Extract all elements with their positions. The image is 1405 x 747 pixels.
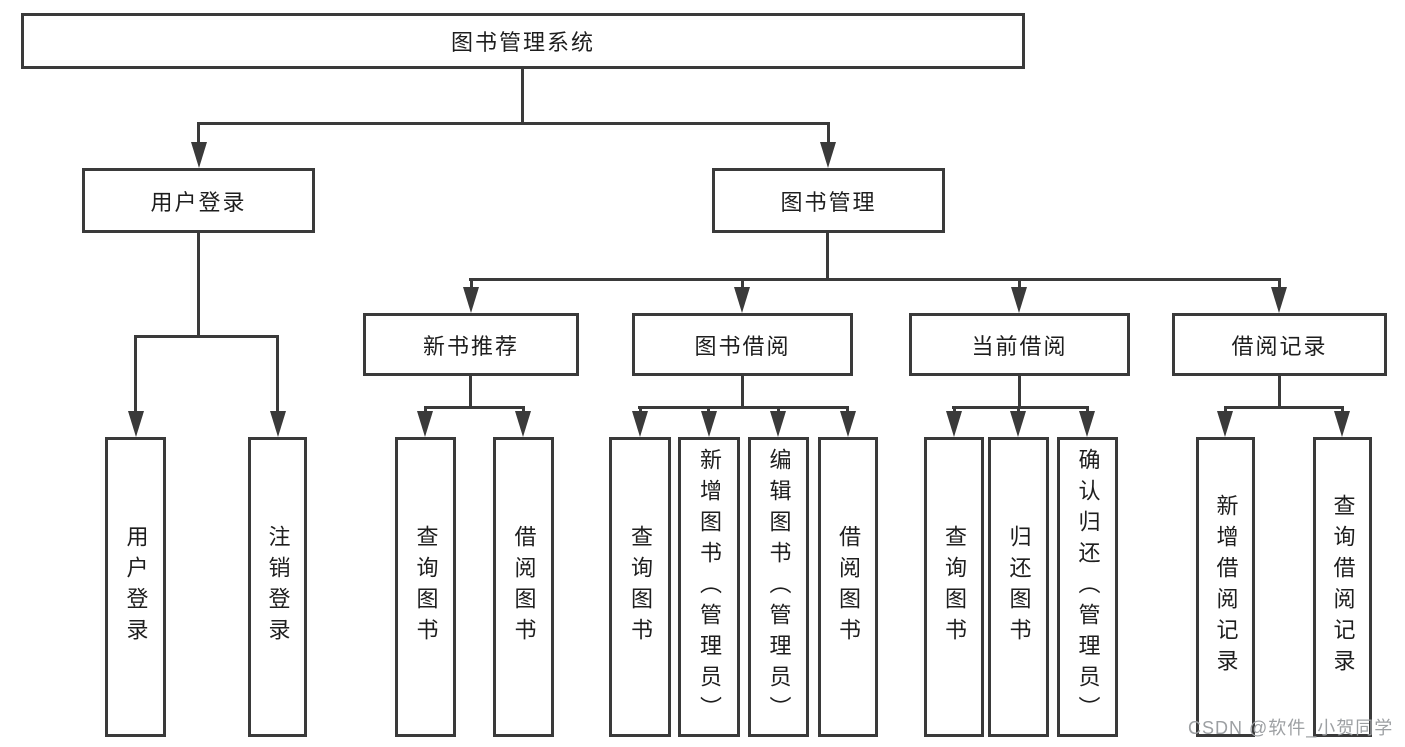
node-label: 图书管理系统 [450, 30, 595, 55]
leaf-label: 归还图书 [1006, 525, 1032, 649]
connector-root-stem [521, 69, 524, 122]
connector-borrow-drop-1 [639, 406, 642, 414]
connector-root-drop-left [197, 122, 200, 145]
connector-mgmt-drop-2 [741, 278, 744, 290]
leaf-label: 注销登录 [265, 525, 291, 649]
leaf-logout: 注销登录 [248, 437, 307, 737]
arrow-down-icon [1334, 411, 1350, 437]
arrow-down-icon [191, 142, 207, 168]
leaf-records-query-record: 查询借阅记录 [1313, 437, 1372, 737]
leaf-label: 借阅图书 [836, 525, 861, 649]
arrow-down-icon [840, 411, 856, 437]
connector-records-rail [1224, 406, 1344, 409]
connector-borrow-drop-3 [777, 406, 780, 414]
leaf-current-query-books: 查询图书 [924, 437, 984, 737]
node-book-borrow: 图书借阅 [632, 313, 853, 376]
connector-current-stem [1018, 376, 1021, 406]
arrow-down-icon [701, 411, 717, 437]
leaf-borrow-edit-books-admin: 编辑图书（管理员） [748, 437, 809, 737]
leaf-label: 查询图书 [413, 525, 439, 649]
leaf-label: 编辑图书（管理员） [766, 447, 792, 727]
connector-mgmt-stem [826, 233, 829, 278]
leaf-label: 查询借阅记录 [1330, 494, 1356, 680]
connector-login-drop-2 [276, 335, 279, 413]
connector-records-drop-2 [1341, 406, 1344, 414]
leaf-label: 新增借阅记录 [1213, 494, 1239, 680]
leaf-current-return-books: 归还图书 [988, 437, 1049, 737]
leaf-records-add-record: 新增借阅记录 [1196, 437, 1255, 737]
node-label: 新书推荐 [422, 333, 519, 359]
node-library-management-system: 图书管理系统 [21, 13, 1025, 69]
connector-current-rail [952, 406, 1088, 409]
connector-newbook-stem [469, 376, 472, 406]
connector-login-drop-1 [134, 335, 137, 413]
leaf-user-login: 用户登录 [105, 437, 166, 737]
arrow-down-icon [632, 411, 648, 437]
arrow-down-icon [734, 287, 750, 313]
connector-borrow-drop-2 [707, 406, 710, 414]
leaf-newbook-query-books: 查询图书 [395, 437, 456, 737]
leaf-current-confirm-return-admin: 确认归还（管理员） [1057, 437, 1118, 737]
arrow-down-icon [820, 142, 836, 168]
connector-login-stem [197, 233, 200, 335]
arrow-down-icon [1217, 411, 1233, 437]
connector-borrow-rail [638, 406, 849, 409]
connector-mgmt-rail [469, 278, 1281, 281]
node-label: 当前借阅 [971, 333, 1068, 359]
connector-mgmt-drop-4 [1278, 278, 1281, 290]
arrow-down-icon [1011, 287, 1027, 313]
leaf-label: 确认归还（管理员） [1075, 447, 1101, 727]
connector-mgmt-drop-1 [470, 278, 473, 290]
connector-root-rail [198, 122, 830, 125]
arrow-down-icon [1079, 411, 1095, 437]
connector-newbook-drop-1 [424, 406, 427, 414]
csdn-watermark: CSDN @软件_小贺同学 [1188, 718, 1394, 738]
node-user-login: 用户登录 [82, 168, 315, 233]
node-label: 借阅记录 [1231, 333, 1328, 359]
arrow-down-icon [515, 411, 531, 437]
arrow-down-icon [128, 411, 144, 437]
leaf-label: 用户登录 [123, 525, 149, 649]
connector-login-rail [134, 335, 279, 338]
leaf-borrow-query-books: 查询图书 [609, 437, 671, 737]
connector-records-stem [1278, 376, 1281, 406]
node-book-management: 图书管理 [712, 168, 945, 233]
connector-borrow-drop-4 [846, 406, 849, 414]
node-label: 图书管理 [780, 189, 877, 215]
connector-current-drop-1 [953, 406, 956, 414]
connector-mgmt-drop-3 [1018, 278, 1021, 290]
arrow-down-icon [1271, 287, 1287, 313]
connector-records-drop-1 [1224, 406, 1227, 414]
leaf-borrow-add-books-admin: 新增图书（管理员） [678, 437, 740, 737]
leaf-newbook-borrow-books: 借阅图书 [493, 437, 554, 737]
connector-newbook-drop-2 [522, 406, 525, 414]
connector-root-drop-right [827, 122, 830, 145]
arrow-down-icon [1010, 411, 1026, 437]
connector-current-drop-2 [1017, 406, 1020, 414]
node-label: 用户登录 [150, 189, 247, 215]
arrow-down-icon [946, 411, 962, 437]
arrow-down-icon [770, 411, 786, 437]
node-borrow-records: 借阅记录 [1172, 313, 1387, 376]
leaf-label: 新增图书（管理员） [697, 447, 722, 727]
leaf-label: 查询图书 [628, 525, 653, 649]
node-new-book-recommend: 新书推荐 [363, 313, 579, 376]
leaf-label: 查询图书 [942, 525, 967, 649]
connector-current-drop-3 [1086, 406, 1089, 414]
leaf-borrow-borrow-books: 借阅图书 [818, 437, 878, 737]
connector-newbook-rail [424, 406, 525, 409]
arrow-down-icon [270, 411, 286, 437]
arrow-down-icon [417, 411, 433, 437]
node-current-borrow: 当前借阅 [909, 313, 1130, 376]
arrow-down-icon [463, 287, 479, 313]
leaf-label: 借阅图书 [511, 525, 537, 649]
connector-borrow-stem [741, 376, 744, 406]
node-label: 图书借阅 [694, 333, 791, 359]
